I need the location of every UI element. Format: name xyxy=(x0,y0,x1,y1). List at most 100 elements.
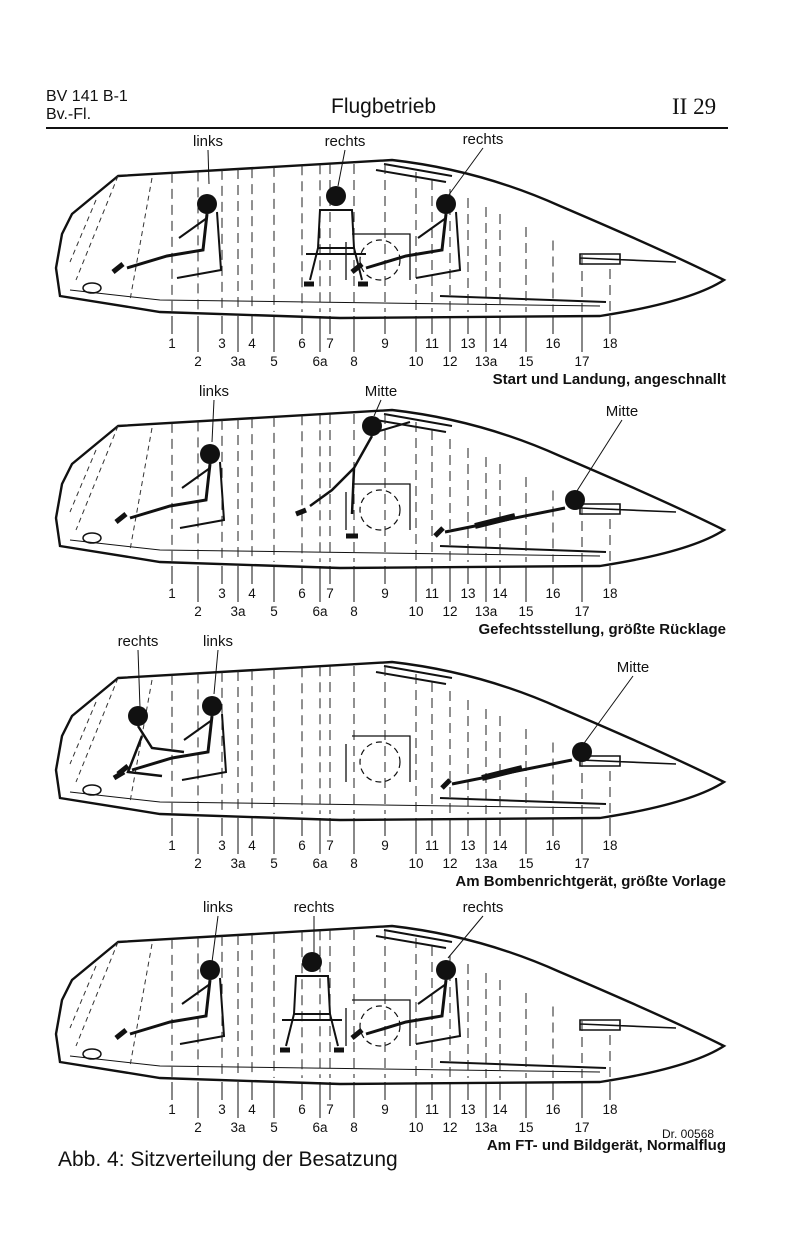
frame-label: 6a xyxy=(312,354,328,369)
crew-position-label: Mitte xyxy=(606,403,639,420)
tail-gun xyxy=(579,755,677,767)
helmet-icon xyxy=(302,952,322,972)
crew-figure xyxy=(295,416,411,539)
figure-caption: Abb. 4: Sitzverteilung der Besatzung xyxy=(58,1148,398,1171)
crew-position-label: rechts xyxy=(294,899,335,916)
floor-line xyxy=(69,791,601,809)
panel-caption: Am Bombenrichtgerät, größte Vorlage xyxy=(455,873,726,890)
crew-figure xyxy=(433,490,585,538)
crew-figure xyxy=(304,186,368,287)
crew-position-label: Mitte xyxy=(365,383,398,400)
frame-label: 8 xyxy=(350,354,358,369)
crew-position-label: rechts xyxy=(463,899,504,916)
document-code: Bv.-Fl. xyxy=(46,106,92,123)
frame-label: 4 xyxy=(248,838,256,853)
frame-label: 14 xyxy=(492,1102,508,1117)
frame-label: 2 xyxy=(194,1120,202,1135)
crew-label-leader xyxy=(207,149,210,185)
frame-label: 4 xyxy=(248,586,256,601)
frame-label: 6a xyxy=(312,856,328,871)
page-number: II 29 xyxy=(672,94,717,119)
boot-icon xyxy=(116,764,130,776)
nose-glazing-lines xyxy=(69,425,153,551)
bomb-sight-housing xyxy=(345,999,411,1046)
frame-label: 13 xyxy=(460,838,475,853)
crew-figure xyxy=(114,444,226,529)
frame-label: 17 xyxy=(574,604,589,619)
frame-label: 6a xyxy=(312,1120,328,1135)
frame-label: 16 xyxy=(545,336,560,351)
frame-label: 2 xyxy=(194,354,202,369)
frame-label: 9 xyxy=(381,336,389,351)
crew-label-leader xyxy=(137,649,141,709)
frame-label: 14 xyxy=(492,586,508,601)
frame-label: 1 xyxy=(168,336,176,351)
crew-position-label: links xyxy=(203,633,233,650)
crew-label-leader xyxy=(211,915,219,963)
panel-caption: Start und Landung, angeschnallt xyxy=(493,371,726,388)
fuselage-diagram: 1233a4566a7891011121313a1415161718rechts… xyxy=(54,633,727,890)
frame-label: 12 xyxy=(442,354,457,369)
helmet-icon xyxy=(362,416,382,436)
frame-label: 3 xyxy=(218,336,226,351)
frame-label: 8 xyxy=(350,604,358,619)
frame-label: 12 xyxy=(442,604,457,619)
frame-label: 7 xyxy=(326,1102,334,1117)
frame-label: 10 xyxy=(408,604,423,619)
frame-label: 13 xyxy=(460,336,475,351)
floor-line xyxy=(69,1055,601,1073)
upper-gun-mount xyxy=(375,929,453,949)
frame-label: 3 xyxy=(218,1102,226,1117)
fuselage-outline xyxy=(54,924,727,1086)
helmet-icon xyxy=(202,696,222,716)
page-title: Flugbetrieb xyxy=(331,95,437,118)
frame-label: 3a xyxy=(230,856,246,871)
boot-icon xyxy=(295,507,358,539)
nose-glazing-lines xyxy=(69,941,153,1067)
nose-glazing-lines xyxy=(69,677,153,803)
frame-label: 13 xyxy=(460,586,475,601)
frame-label: 15 xyxy=(518,1120,533,1135)
frame-label: 17 xyxy=(574,856,589,871)
frame-label: 13 xyxy=(460,1102,475,1117)
crew-label-leader xyxy=(211,399,215,443)
crew-label-leader xyxy=(581,675,634,747)
tail-gun xyxy=(579,1019,677,1031)
boot-icon xyxy=(350,1028,364,1040)
crew-label-leader xyxy=(447,915,484,959)
floor-rail xyxy=(439,295,607,303)
frame-label: 13a xyxy=(475,354,498,369)
crew-position-label: rechts xyxy=(118,633,159,650)
frame-label: 5 xyxy=(270,604,278,619)
frame-label: 13a xyxy=(475,856,498,871)
frame-label: 16 xyxy=(545,1102,560,1117)
helmet-icon xyxy=(572,742,592,762)
frame-label: 5 xyxy=(270,1120,278,1135)
crew-position-label: rechts xyxy=(325,133,366,150)
frame-label: 7 xyxy=(326,586,334,601)
frame-label: 4 xyxy=(248,336,256,351)
floor-rail xyxy=(439,545,607,553)
crew-label-leader xyxy=(337,149,346,187)
helmet-icon xyxy=(200,444,220,464)
frame-label: 2 xyxy=(194,604,202,619)
fuselage-outline xyxy=(54,158,727,320)
upper-gun-mount xyxy=(375,413,453,433)
frame-label: 7 xyxy=(326,336,334,351)
nose-porthole xyxy=(82,784,102,796)
frame-label: 11 xyxy=(425,838,439,853)
frame-label: 7 xyxy=(326,838,334,853)
boot-icon xyxy=(114,1028,128,1040)
frame-label: 5 xyxy=(270,856,278,871)
floor-rail xyxy=(439,1061,607,1069)
frame-label: 15 xyxy=(518,354,533,369)
boot-icon xyxy=(350,262,364,274)
header-rule xyxy=(46,127,728,129)
frame-label: 17 xyxy=(574,354,589,369)
frame-label: 2 xyxy=(194,856,202,871)
frame-label: 1 xyxy=(168,586,176,601)
